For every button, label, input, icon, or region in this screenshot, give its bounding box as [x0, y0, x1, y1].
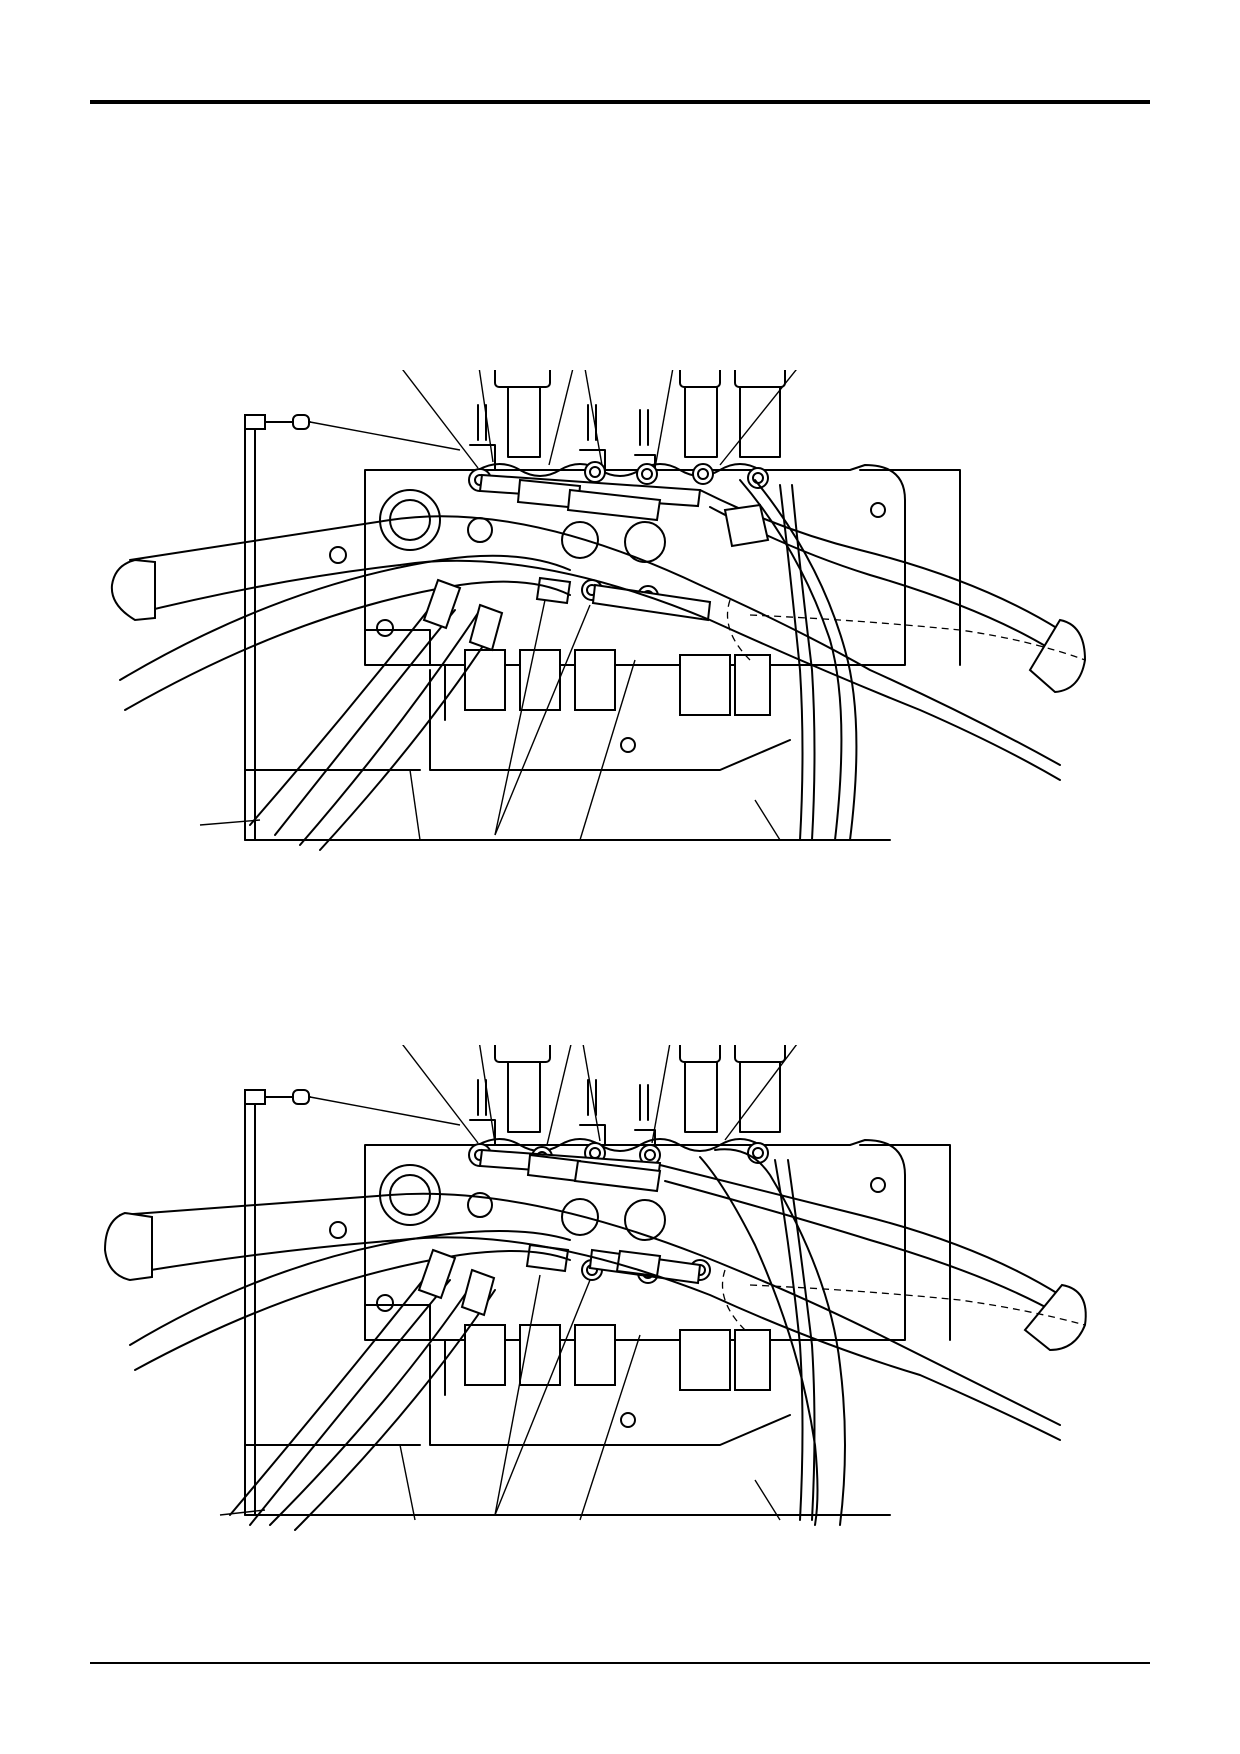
bottom-rule	[90, 1662, 1150, 1664]
valve-block-illustration-1	[100, 370, 1160, 910]
top-rule	[90, 100, 1150, 104]
valve-block-illustration-2	[100, 1045, 1160, 1585]
hoses	[110, 479, 1087, 851]
frame	[244, 414, 961, 841]
leader-lines	[219, 1045, 798, 1521]
lower-fittings	[464, 1324, 771, 1391]
valve-block-drawing	[110, 370, 1087, 851]
valve-block-drawing	[103, 1045, 1087, 1531]
top-fittings	[469, 1045, 786, 1146]
valve-body	[329, 463, 906, 771]
leader-lines	[199, 370, 797, 841]
top-fittings	[469, 370, 786, 471]
rigid-pipes	[478, 473, 712, 622]
lower-fittings	[464, 649, 771, 716]
hoses	[103, 1148, 1087, 1531]
frame	[244, 1089, 951, 1516]
